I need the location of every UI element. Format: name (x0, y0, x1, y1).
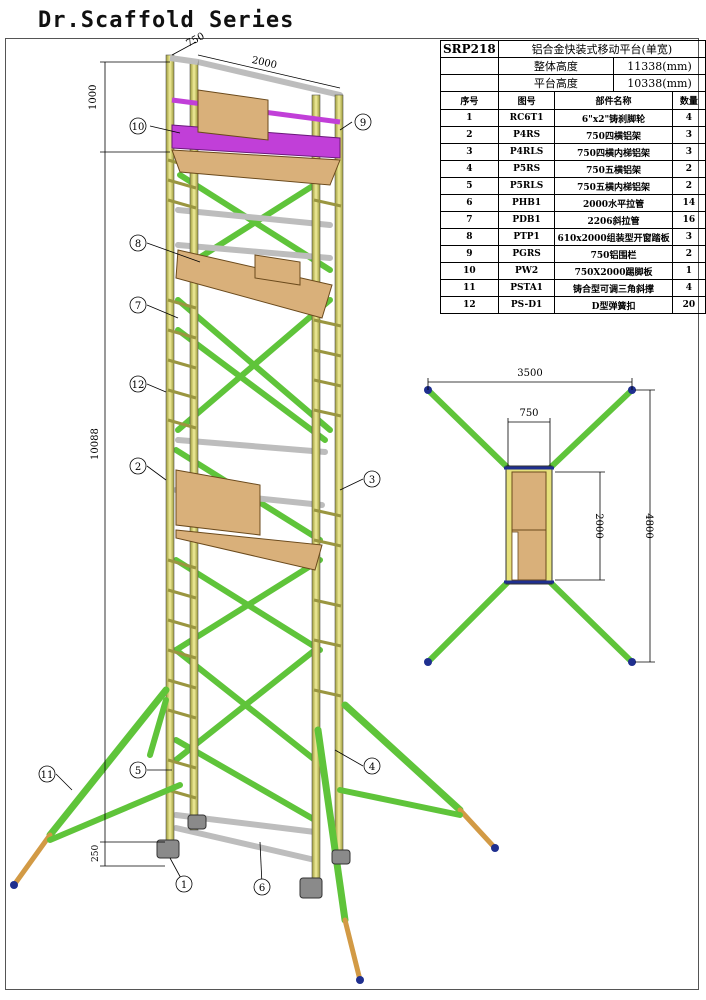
callout-11: 11 (41, 770, 54, 781)
dim-10088: 10088 (90, 428, 101, 460)
top-view-dimensions (427, 378, 655, 663)
guard-rail (169, 55, 341, 159)
dim-2000-top-view: 2000 (593, 513, 604, 538)
dim-250: 250 (91, 845, 101, 862)
callout-12: 12 (132, 380, 145, 391)
diagonal-braces (173, 172, 333, 823)
dim-3500: 3500 (517, 368, 542, 379)
dim-750-top-view: 750 (519, 408, 538, 419)
row-no: 12 (440, 296, 499, 314)
row-qty: 20 (671, 296, 706, 314)
rungs (167, 158, 342, 800)
platform-height-label: 平台高度 (497, 74, 615, 92)
callout-labels: 10 9 8 7 12 2 3 4 5 11 1 6 (41, 118, 376, 894)
platforms (171, 149, 341, 571)
dim-2000-top: 2000 (251, 55, 278, 71)
top-view (424, 386, 636, 666)
callout-1: 1 (181, 880, 187, 891)
outriggers (11, 686, 498, 983)
callout-6: 6 (259, 883, 265, 894)
callout-5: 5 (135, 766, 141, 777)
drawing-frame (5, 38, 699, 990)
page-title: Dr.Scaffold Series (38, 8, 295, 33)
callout-9: 9 (360, 118, 366, 129)
platform-height-value: 10338(mm) (613, 74, 706, 92)
callout-10: 10 (132, 122, 145, 133)
main-scaffold (10, 54, 499, 984)
callout-3: 3 (369, 475, 375, 486)
dim-4800: 4800 (643, 513, 654, 538)
callout-2: 2 (135, 462, 141, 473)
callout-circles (38, 113, 381, 896)
parts-table: SRP218 铝合金快装式移动平台(单宽) 整体高度 11338(mm) 平台高… (440, 40, 706, 314)
casters (156, 814, 351, 899)
main-dimensions (100, 41, 341, 867)
callout-8: 8 (135, 239, 141, 250)
callout-7: 7 (135, 301, 141, 312)
dim-750-top: 750 (184, 31, 206, 50)
overall-height-value: 11338(mm) (613, 57, 706, 75)
dim-1000: 1000 (88, 85, 99, 110)
callout-4: 4 (369, 762, 375, 773)
